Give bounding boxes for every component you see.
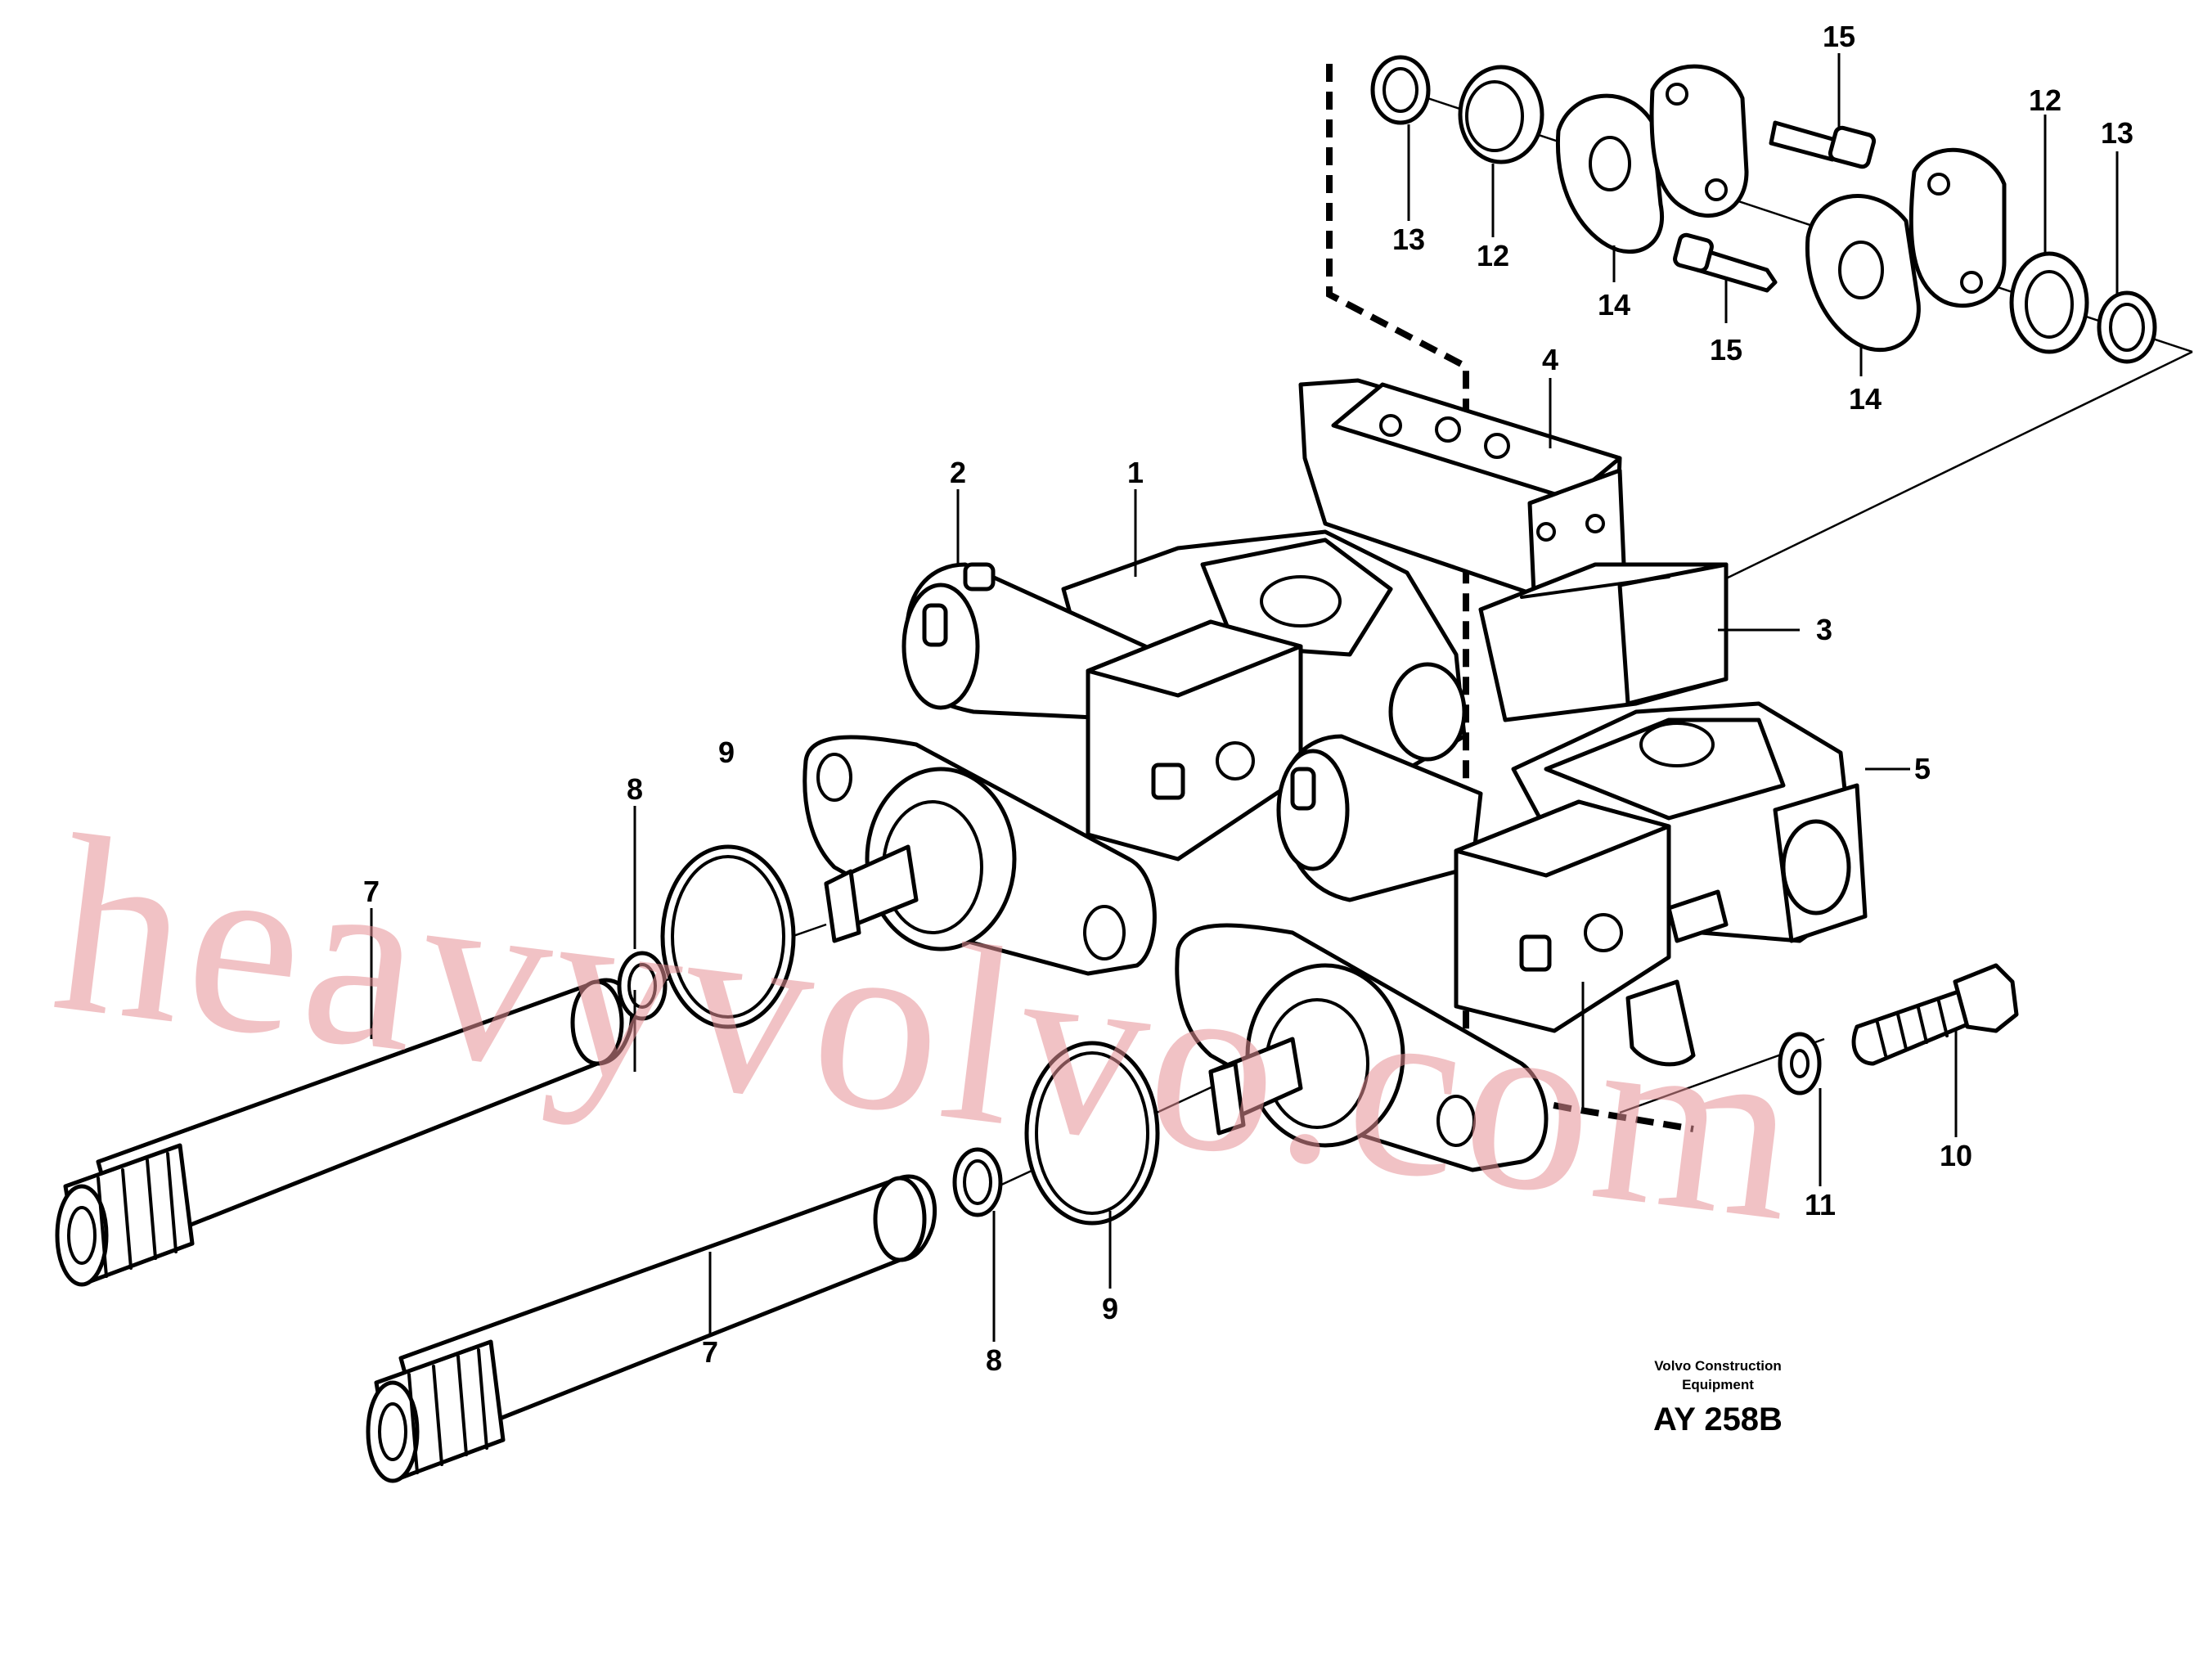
flange-half-14-left [1555,93,1664,254]
callout-7-upper: 7 [363,875,380,908]
figure-caption: Volvo Construction Equipment AY 258B [1653,1358,1783,1437]
callout-8-upper: 8 [627,772,643,806]
callout-5: 5 [1914,752,1931,785]
callout-3: 3 [1816,613,1832,646]
caption-figure-code: AY 258B [1653,1401,1783,1437]
callout-labels: 1 2 3 4 5 7 7 8 8 9 9 10 11 12 12 13 13 … [363,20,2133,1377]
caption-company: Volvo Construction [1654,1358,1782,1374]
callout-15-lower: 15 [1710,333,1742,367]
callout-14-left: 14 [1598,288,1630,322]
drive-shaft-lower [366,1041,1160,1483]
callout-1: 1 [1127,456,1144,489]
callout-7-lower: 7 [702,1335,718,1369]
o-ring-13-left [1370,55,1431,125]
screw-10 [1851,987,1974,1066]
callout-2: 2 [950,456,966,489]
flange-kit-upper [1370,55,2157,364]
callout-11: 11 [1805,1188,1836,1221]
o-ring-9-lower [1024,1041,1160,1226]
o-ring-13-right [2097,290,2157,364]
drive-shaft-upper [55,844,796,1287]
seal-ring-12-left [1458,65,1544,164]
pump-assembly [803,378,1868,1172]
caption-subtitle: Equipment [1682,1377,1754,1392]
callout-12-right: 12 [2029,83,2061,117]
callout-8-lower: 8 [986,1343,1002,1377]
callout-9-upper: 9 [718,736,735,769]
callout-12-left: 12 [1477,239,1509,272]
fasteners-10-11 [1778,963,2019,1095]
assembly-dashed-line [1326,64,1694,1132]
flange-half-14-right-back [1909,147,2007,308]
callout-13-right: 13 [2101,116,2133,150]
o-ring-9-upper [660,844,796,1029]
callout-9-lower: 9 [1102,1292,1118,1325]
retaining-ring-8-upper [617,951,668,1021]
washer-11 [1778,1032,1822,1095]
leader-lines [370,53,2119,1342]
callout-4: 4 [1542,343,1558,376]
callout-10: 10 [1940,1139,1972,1172]
seal-ring-12-right [2009,251,2089,354]
retaining-ring-8-lower [952,1147,1003,1217]
callout-13-left: 13 [1392,223,1425,256]
callout-14-right: 14 [1849,382,1882,416]
flange-half-14-right [1805,194,1921,353]
callout-15-upper: 15 [1823,20,1855,53]
flange-half-14-left-back [1649,64,1749,218]
